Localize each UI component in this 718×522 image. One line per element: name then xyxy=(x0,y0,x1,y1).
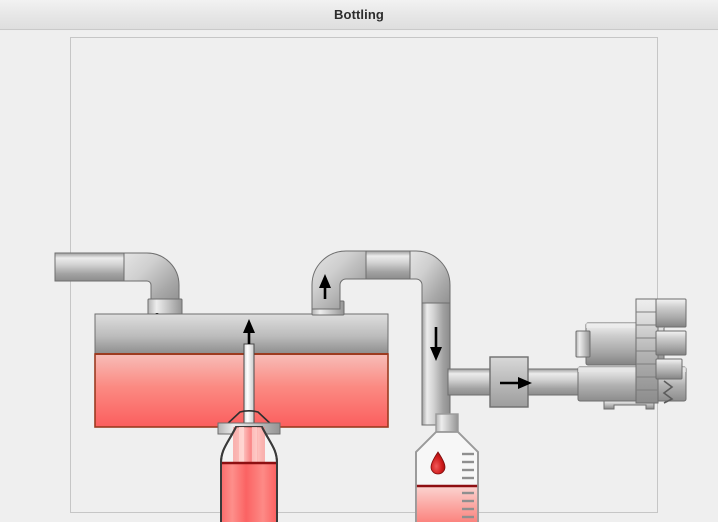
finished-bottle xyxy=(415,413,479,522)
up-arrow-dip-tube xyxy=(243,319,255,344)
pump-motor-assembly xyxy=(575,298,687,410)
right-arrow-discharge xyxy=(500,377,532,389)
up-arrow-vent xyxy=(319,274,331,299)
vent-riser-pipe xyxy=(311,250,371,316)
bottling-process-diagram xyxy=(54,250,687,522)
liquid-storage-tank xyxy=(94,313,389,428)
window-title: Bottling xyxy=(334,7,384,22)
bottle-being-filled xyxy=(220,426,278,522)
graduation-marks xyxy=(462,452,474,519)
inlet-supply-pipe xyxy=(54,252,183,318)
discharge-line xyxy=(447,368,613,396)
droplet-icon xyxy=(430,451,446,475)
window-title-bar: Bottling xyxy=(0,0,718,30)
downcomer-pipe xyxy=(421,302,451,426)
dip-tube xyxy=(243,343,255,427)
diagram-canvas[interactable] xyxy=(0,31,718,522)
overhead-transfer-pipe xyxy=(365,250,451,310)
down-arrow-downcomer xyxy=(430,327,442,361)
